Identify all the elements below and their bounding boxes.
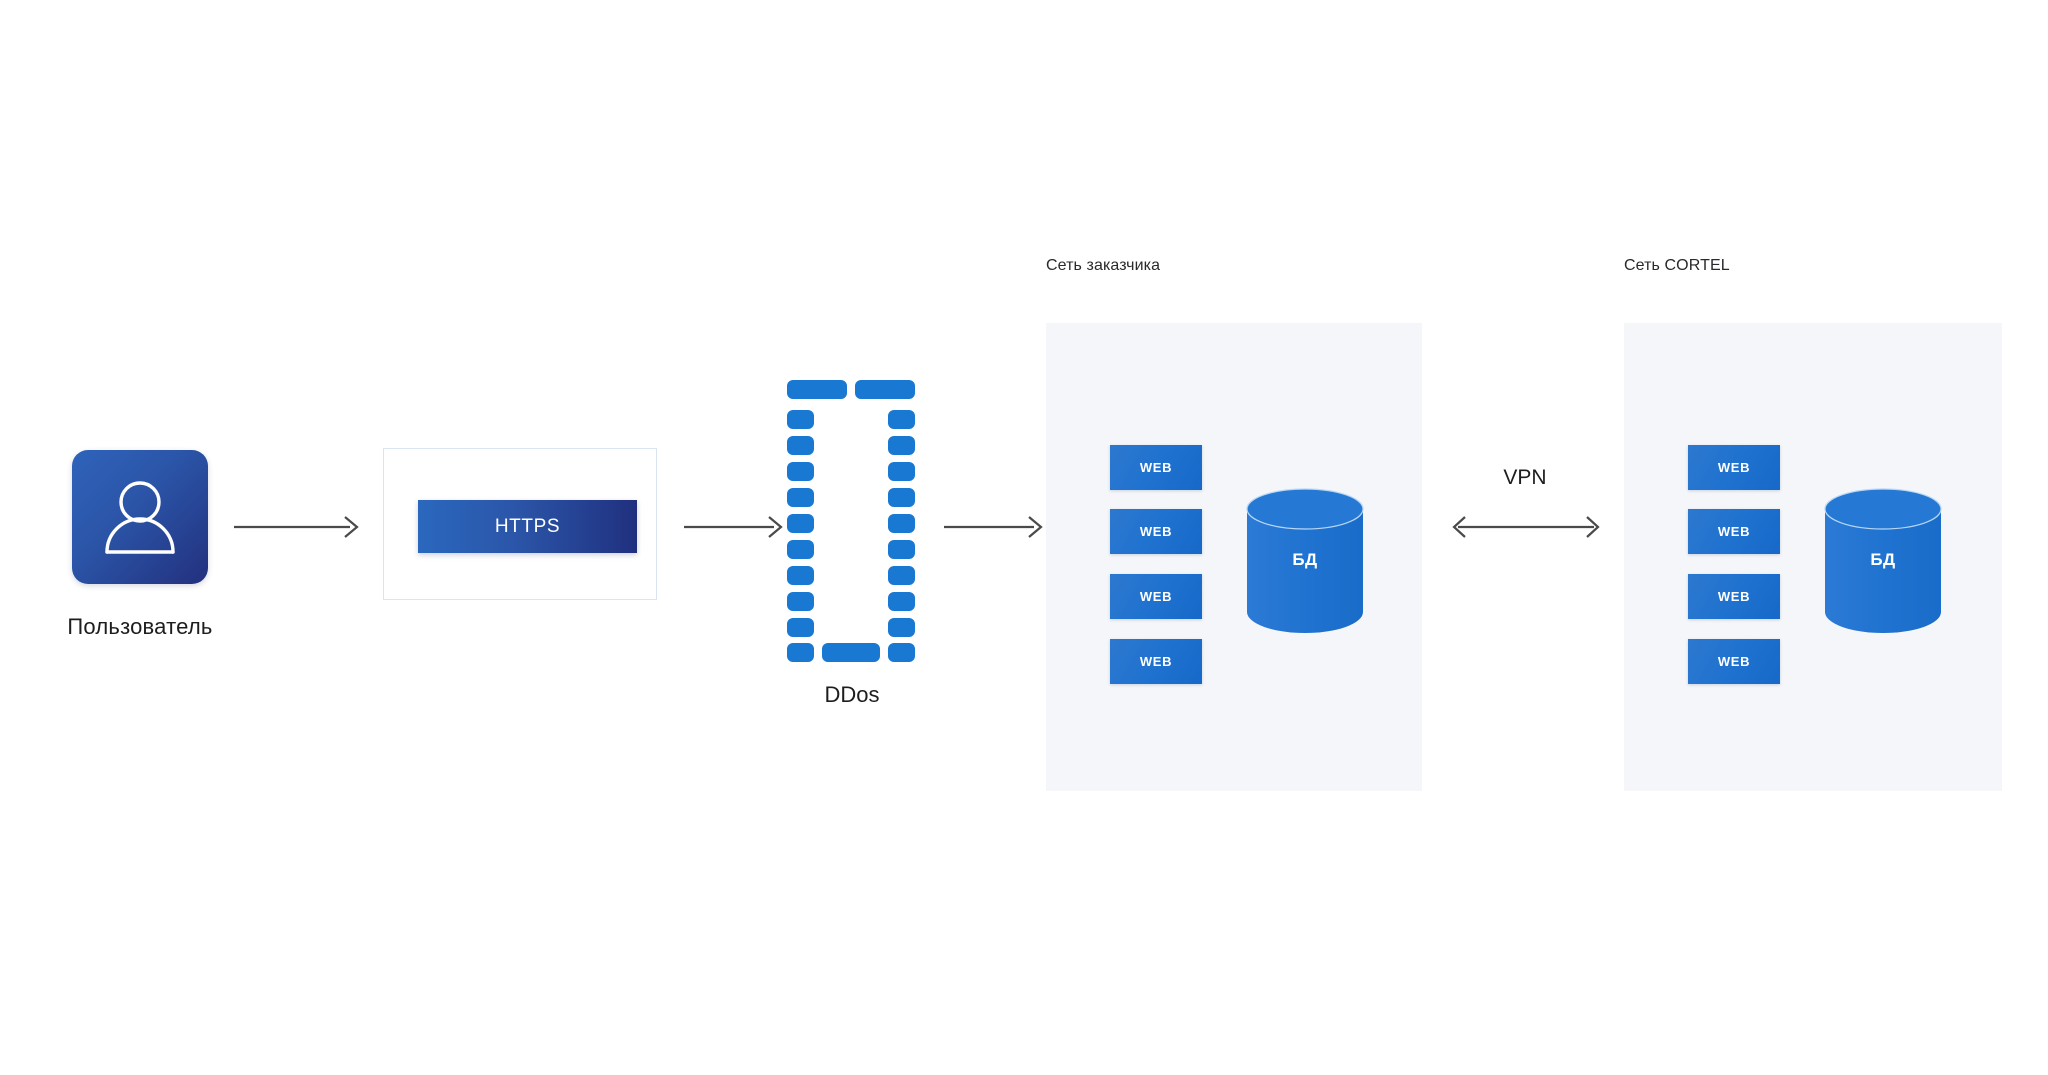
web-server-node[interactable]: WEB [1688, 574, 1780, 619]
user-avatar-icon [72, 450, 208, 554]
ddos-block [787, 618, 814, 637]
vpn-label: VPN [1503, 466, 1547, 489]
ddos-block [787, 566, 814, 585]
ddos-block [888, 436, 915, 455]
ddos-block [787, 592, 814, 611]
web-server-node[interactable]: WEB [1110, 639, 1202, 684]
web-server-node[interactable]: WEB [1688, 445, 1780, 490]
ddos-block [822, 643, 880, 662]
database-node-cortel[interactable]: БД [1824, 488, 1942, 633]
ddos-block [787, 436, 814, 455]
ddos-block [888, 488, 915, 507]
web-server-node[interactable]: WEB [1110, 509, 1202, 554]
ddos-block [787, 643, 814, 662]
web-server-node[interactable]: WEB [1688, 639, 1780, 684]
https-node[interactable]: HTTPS [418, 500, 637, 553]
ddos-block [787, 462, 814, 481]
arrow-user-to-https [234, 516, 359, 538]
ddos-block [787, 540, 814, 559]
user-node-label: Пользователь [67, 614, 213, 639]
panel-title-cortel-network: Сеть CORTEL [1624, 257, 1730, 274]
database-node-customer[interactable]: БД [1246, 488, 1364, 633]
web-server-node[interactable]: WEB [1110, 574, 1202, 619]
ddos-block [787, 514, 814, 533]
arrow-https-to-ddos [684, 516, 783, 538]
ddos-block [787, 410, 814, 429]
panel-title-customer-network: Сеть заказчика [1046, 257, 1161, 274]
ddos-block [787, 380, 847, 399]
ddos-block [787, 488, 814, 507]
ddos-node[interactable] [787, 380, 917, 662]
web-server-node[interactable]: WEB [1688, 509, 1780, 554]
ddos-block [888, 592, 915, 611]
arrow-vpn-bidirectional [1452, 516, 1600, 538]
ddos-block [855, 380, 915, 399]
ddos-block [888, 540, 915, 559]
web-server-node[interactable]: WEB [1110, 445, 1202, 490]
ddos-block [888, 410, 915, 429]
panel-customer-network [1046, 323, 1422, 791]
ddos-block [888, 514, 915, 533]
ddos-node-label: DDos [824, 682, 880, 707]
arrow-ddos-to-customer-network [944, 516, 1043, 538]
user-node[interactable] [72, 450, 208, 584]
ddos-block [888, 618, 915, 637]
ddos-block [888, 462, 915, 481]
ddos-block [888, 643, 915, 662]
panel-cortel-network [1624, 323, 2002, 791]
ddos-block [888, 566, 915, 585]
